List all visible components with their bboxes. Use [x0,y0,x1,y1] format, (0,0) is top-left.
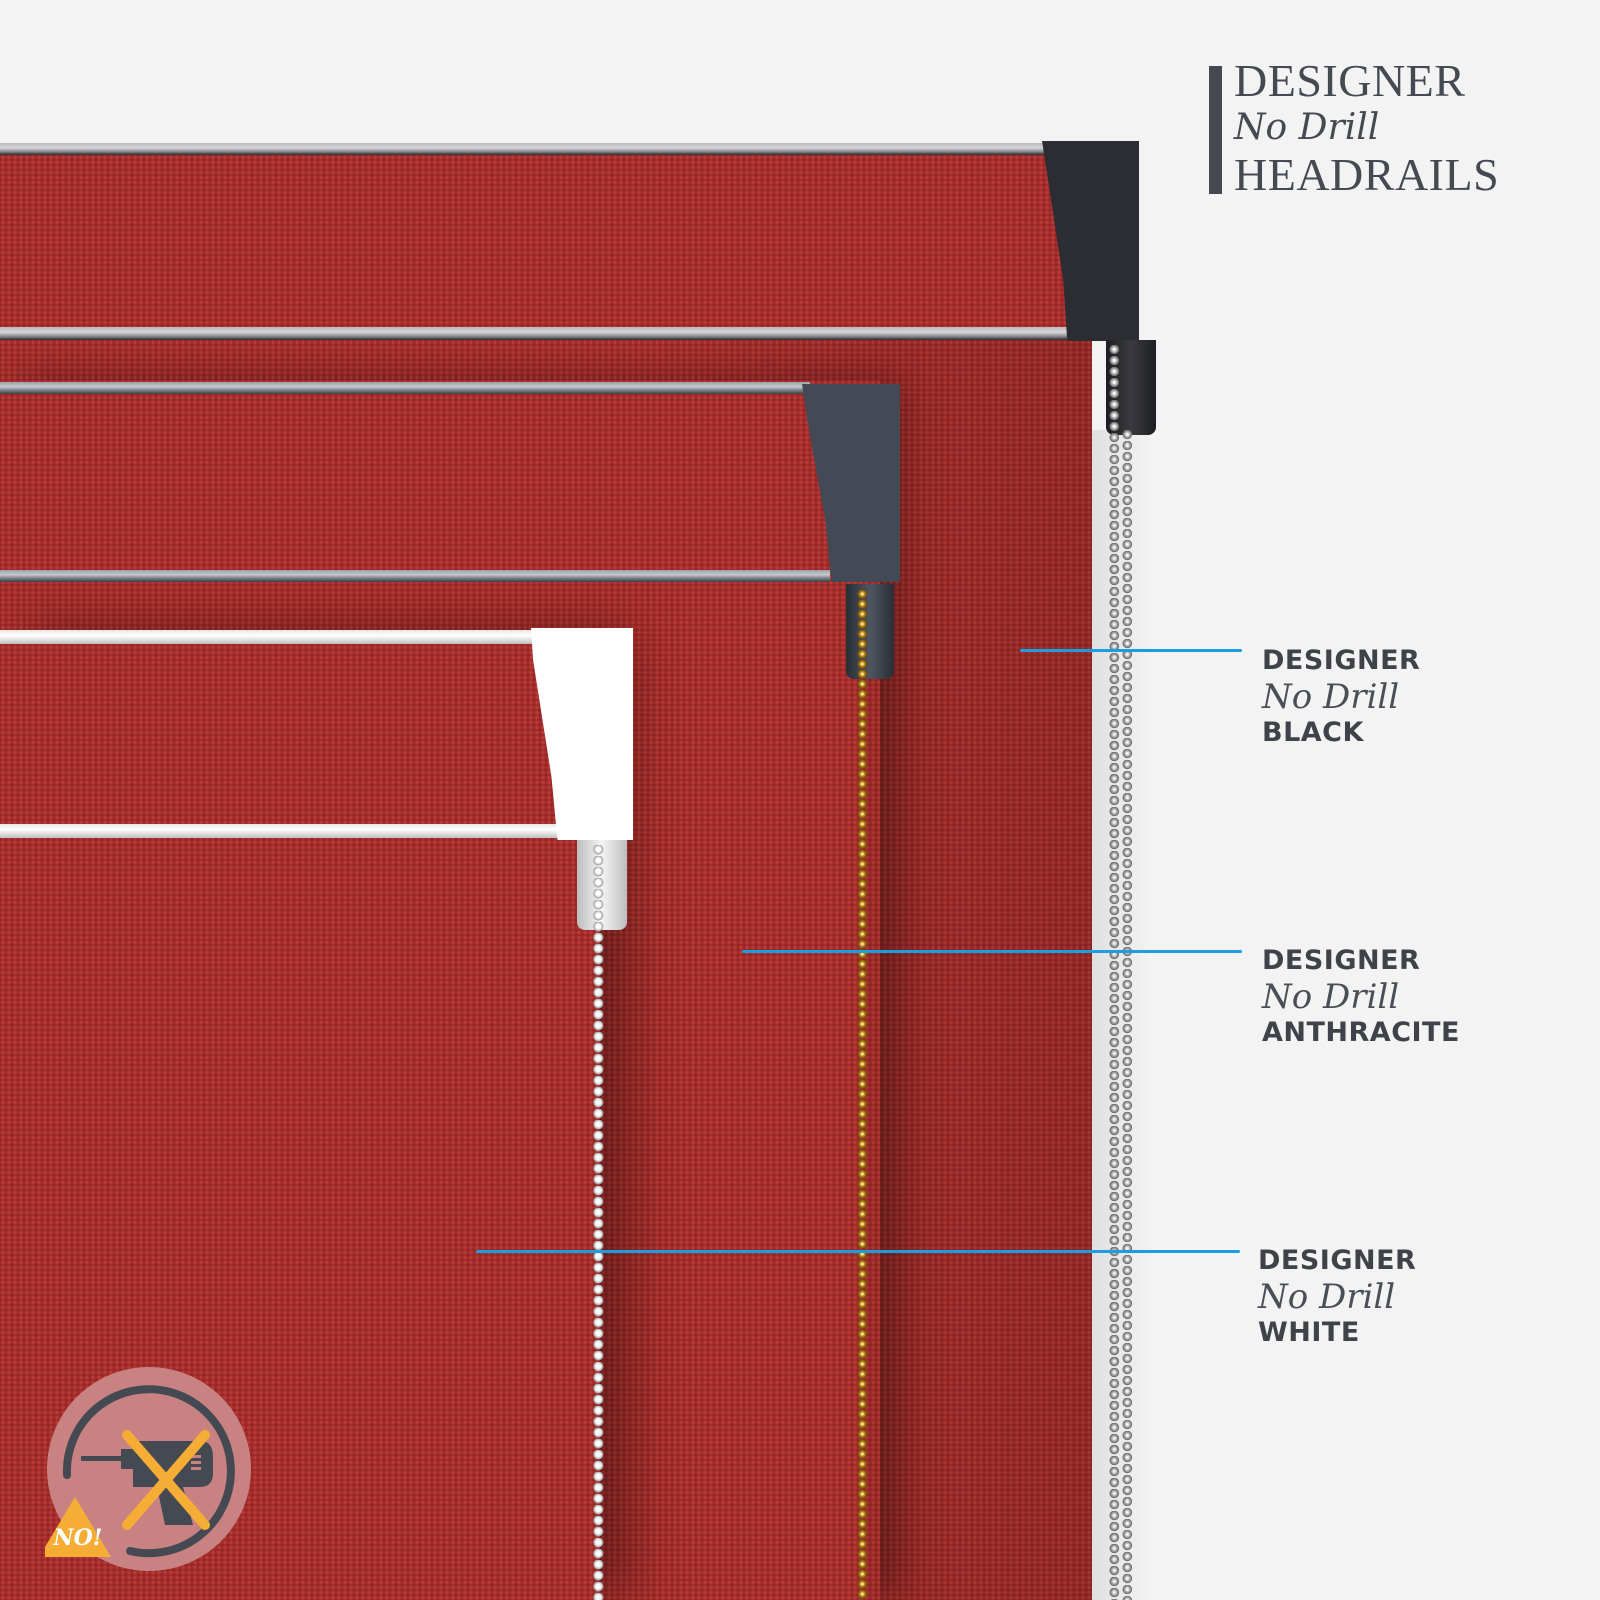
label-black-line1: DESIGNER [1262,645,1421,676]
label-black-line3: BLACK [1262,717,1364,748]
black-blind-chain[interactable] [1108,345,1122,1600]
black-headrail-bottom-bar [0,327,1080,340]
white-blind-fabric [0,630,578,1600]
white-headrail-top-bar [0,630,540,644]
black-blind-edge-shadow [1092,430,1152,1600]
label-white-line2: No Drill [1258,1277,1396,1317]
title-line-headrails: HEADRAILS [1234,149,1500,200]
white-blind-chain[interactable] [592,845,606,1600]
label-white: DESIGNER No Drill WHITE [1258,1245,1416,1349]
label-white-line3: WHITE [1258,1317,1360,1348]
white-headrail-bottom-bar [0,824,560,838]
black-blind-chain-back[interactable] [1121,430,1135,1600]
label-black-line2: No Drill [1262,677,1400,717]
no-warning-text: NO! [53,1525,103,1551]
black-headrail-top-bar [0,143,1060,155]
label-white-line1: DESIGNER [1258,1245,1417,1276]
label-anthracite-line3: ANTHRACITE [1262,1017,1460,1048]
label-anthracite: DESIGNER No Drill ANTHRACITE [1262,945,1460,1049]
label-black: DESIGNER No Drill BLACK [1262,645,1420,749]
anthracite-blind-chain[interactable] [856,590,870,1600]
pointer-line-black [1020,649,1242,652]
title-line-no-drill: No Drill [1234,107,1380,148]
anthracite-chain-housing [846,584,894,679]
label-anthracite-line1: DESIGNER [1262,945,1421,976]
page-title: DESIGNER No Drill HEADRAILS [1234,58,1499,198]
pointer-line-anthracite [742,950,1242,953]
title-accent-bar [1209,66,1222,194]
anthracite-headrail-top-bar [0,382,810,394]
no-drill-badge: NO! [39,1365,253,1573]
title-line-designer: DESIGNER [1234,55,1466,106]
anthracite-headrail-bottom-bar [0,570,830,582]
label-anthracite-line2: No Drill [1262,977,1400,1017]
pointer-line-white [476,1250,1240,1253]
no-drill-icon [39,1367,251,1571]
